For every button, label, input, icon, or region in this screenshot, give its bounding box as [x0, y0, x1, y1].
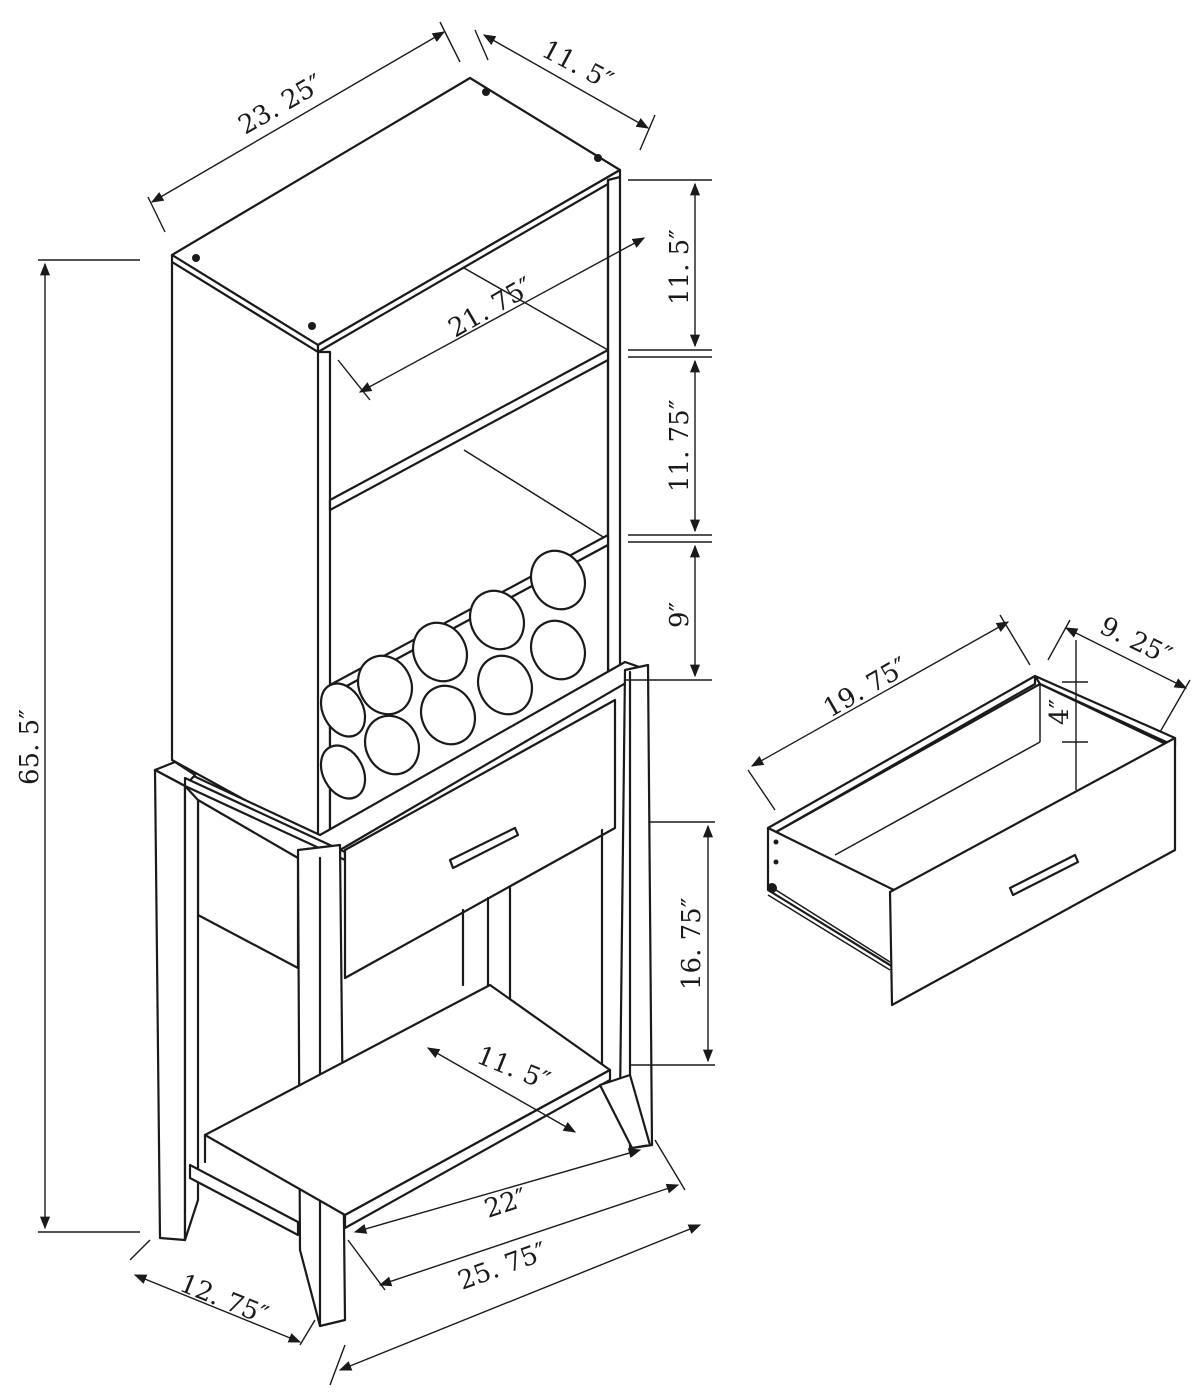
label-wine-rack-height: 9″ [665, 601, 695, 628]
upper-hutch [170, 76, 622, 842]
leg-front-right [618, 663, 654, 1150]
drawer-handle [448, 826, 520, 870]
drawer-front [343, 698, 617, 980]
label-middle-shelf-height: 11. 75″ [665, 399, 695, 492]
leg-back-left [153, 768, 187, 1242]
label-base-height: 16. 75″ [677, 897, 707, 990]
wine-bottle-holes [319, 549, 587, 800]
label-drawer-height: 4″ [1045, 698, 1075, 725]
drawer-detail-front [888, 736, 1177, 1007]
drawer-detail [766, 674, 1177, 1007]
label-base-width: 25. 75″ [454, 1237, 551, 1297]
label-top-width: 23. 25″ [234, 69, 329, 141]
label-drawer-width: 19. 75″ [819, 652, 914, 724]
label-top-shelf-height: 11. 5″ [665, 229, 695, 305]
drawer-detail-handle [1008, 853, 1080, 897]
dimension-lines [38, 21, 1191, 1386]
label-inner-width: 21. 75″ [444, 272, 539, 344]
shelf-1 [328, 348, 610, 512]
hutch-left-side [170, 260, 320, 842]
label-lower-shelf-width: 22″ [481, 1183, 531, 1225]
label-base-depth: 12. 75″ [175, 1269, 272, 1332]
label-total-height: 65. 5″ [15, 709, 45, 785]
